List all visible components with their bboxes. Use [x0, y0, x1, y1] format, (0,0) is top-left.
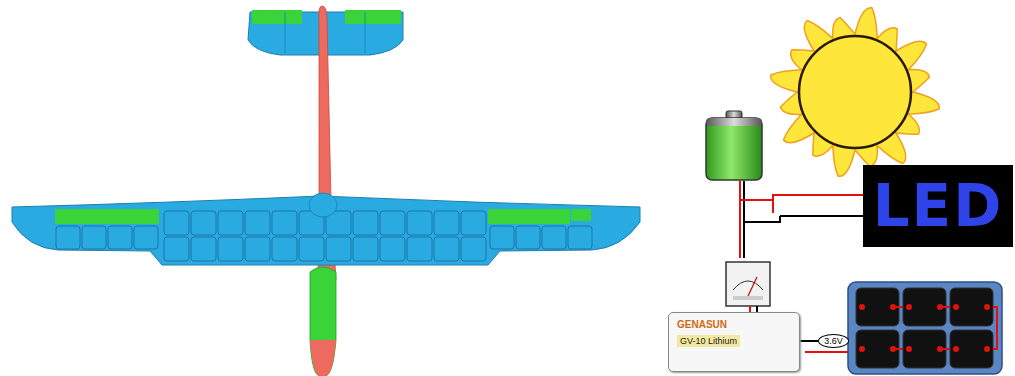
solar-cell [461, 211, 486, 235]
solar-cell [245, 211, 270, 235]
solar-cell [434, 211, 459, 235]
aileron-solar-strip [488, 209, 570, 224]
voltage-label: 3.6V [818, 334, 849, 348]
led-panel [863, 165, 1013, 247]
solar-cell [434, 237, 459, 261]
nose [310, 267, 336, 376]
solar-cell [903, 330, 946, 368]
solar-cell [245, 237, 270, 261]
solar-cell [272, 211, 297, 235]
solar-cell [950, 330, 993, 368]
solar-cell [108, 226, 132, 249]
solar-cell [164, 211, 189, 235]
tail-solar-strip [345, 10, 401, 24]
solar-cell [218, 211, 243, 235]
solar-cell [542, 226, 566, 249]
led-display: LED [865, 167, 1011, 245]
solar-cell [272, 237, 297, 261]
solar-cell [134, 226, 158, 249]
solar-cell [490, 226, 514, 249]
solar-cell [856, 330, 899, 368]
wire [800, 340, 818, 342]
node-title: LED [873, 177, 1004, 235]
solar-cell [326, 237, 351, 261]
solar-cell [568, 226, 592, 249]
glider [12, 6, 640, 376]
sun [771, 8, 940, 177]
charge-controller: GENASUN GV-10 Lithium [668, 312, 800, 372]
solar-cell [407, 211, 432, 235]
solar-cell [516, 226, 540, 249]
aileron-solar-strip [571, 209, 591, 221]
solar-cell [299, 237, 324, 261]
solar-cell [56, 226, 80, 249]
solar-cell [82, 226, 106, 249]
solar-cell [950, 288, 993, 326]
meter [726, 262, 770, 306]
solar-cell [407, 237, 432, 261]
solar-cell [380, 237, 405, 261]
node-subtitle: GV-10 Lithium [677, 335, 740, 347]
solar-cell [856, 288, 899, 326]
battery [706, 111, 762, 180]
solar-cell [191, 237, 216, 261]
tail-solar-strip [252, 10, 302, 24]
solar-cells [56, 211, 592, 261]
solar-cell [380, 211, 405, 235]
solar-cell [191, 211, 216, 235]
solar-cell [218, 237, 243, 261]
solar-cell [353, 211, 378, 235]
node-title: 3.6V [824, 337, 843, 346]
node-title: GENASUN [677, 319, 791, 330]
aileron-solar-strip [55, 209, 159, 224]
solar-panel [848, 282, 1002, 374]
solar-cell [353, 237, 378, 261]
solar-cell [903, 288, 946, 326]
solar-cell [164, 237, 189, 261]
solar-cell [461, 237, 486, 261]
